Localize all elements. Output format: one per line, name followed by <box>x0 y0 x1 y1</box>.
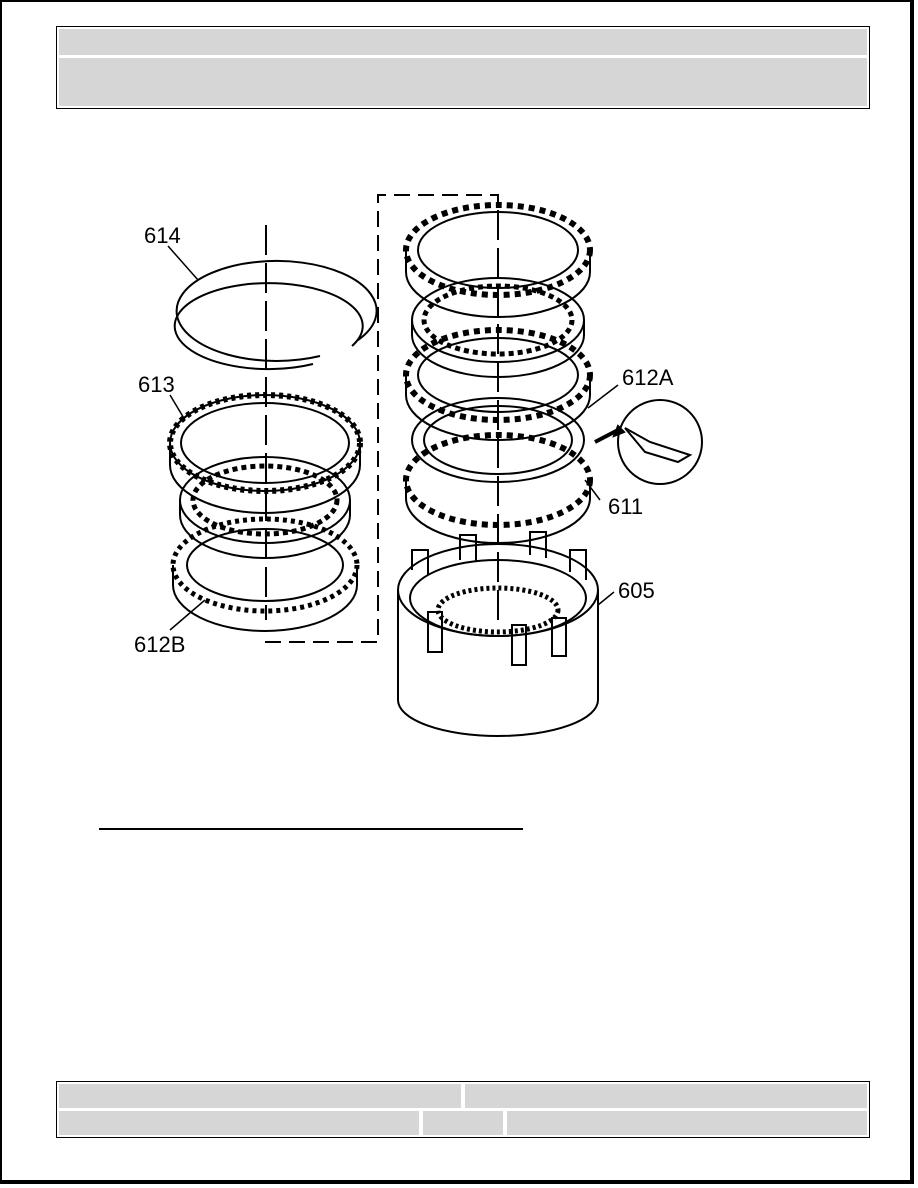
detail-inset <box>594 399 703 485</box>
callout-612b: 612B <box>134 632 185 657</box>
leader-lines <box>167 245 619 631</box>
footer-left-bottom <box>59 1111 419 1135</box>
clutch-housing-605 <box>397 531 599 737</box>
page-header <box>56 26 870 109</box>
reaction-plate-613 <box>167 392 363 514</box>
header-bar-main <box>59 58 867 106</box>
footer-mid-bottom <box>423 1111 503 1135</box>
footer-left-top <box>59 1084 461 1108</box>
callout-614: 614 <box>144 223 181 248</box>
footer-right-bottom <box>507 1111 867 1135</box>
clutch-plate-612a-2 <box>403 327 593 441</box>
footer-right-top <box>465 1084 867 1108</box>
callout-611: 611 <box>608 494 643 519</box>
clutch-plate-612b-top <box>179 456 351 559</box>
clutch-plate-612b-bottom <box>170 516 360 632</box>
section-divider <box>99 828 523 830</box>
clutch-plate-611 <box>403 397 593 544</box>
clutch-plate-612a-1 <box>411 277 585 378</box>
exploded-view-illustration: 614 613 612B 612A 611 605 <box>130 180 720 740</box>
page-footer <box>56 1081 870 1138</box>
callout-612a: 612A <box>622 365 674 390</box>
snap-ring-614 <box>173 259 378 371</box>
header-bar-top <box>59 29 867 55</box>
callout-613: 613 <box>138 372 175 397</box>
bracket-line <box>265 194 499 643</box>
callout-605: 605 <box>618 578 655 603</box>
